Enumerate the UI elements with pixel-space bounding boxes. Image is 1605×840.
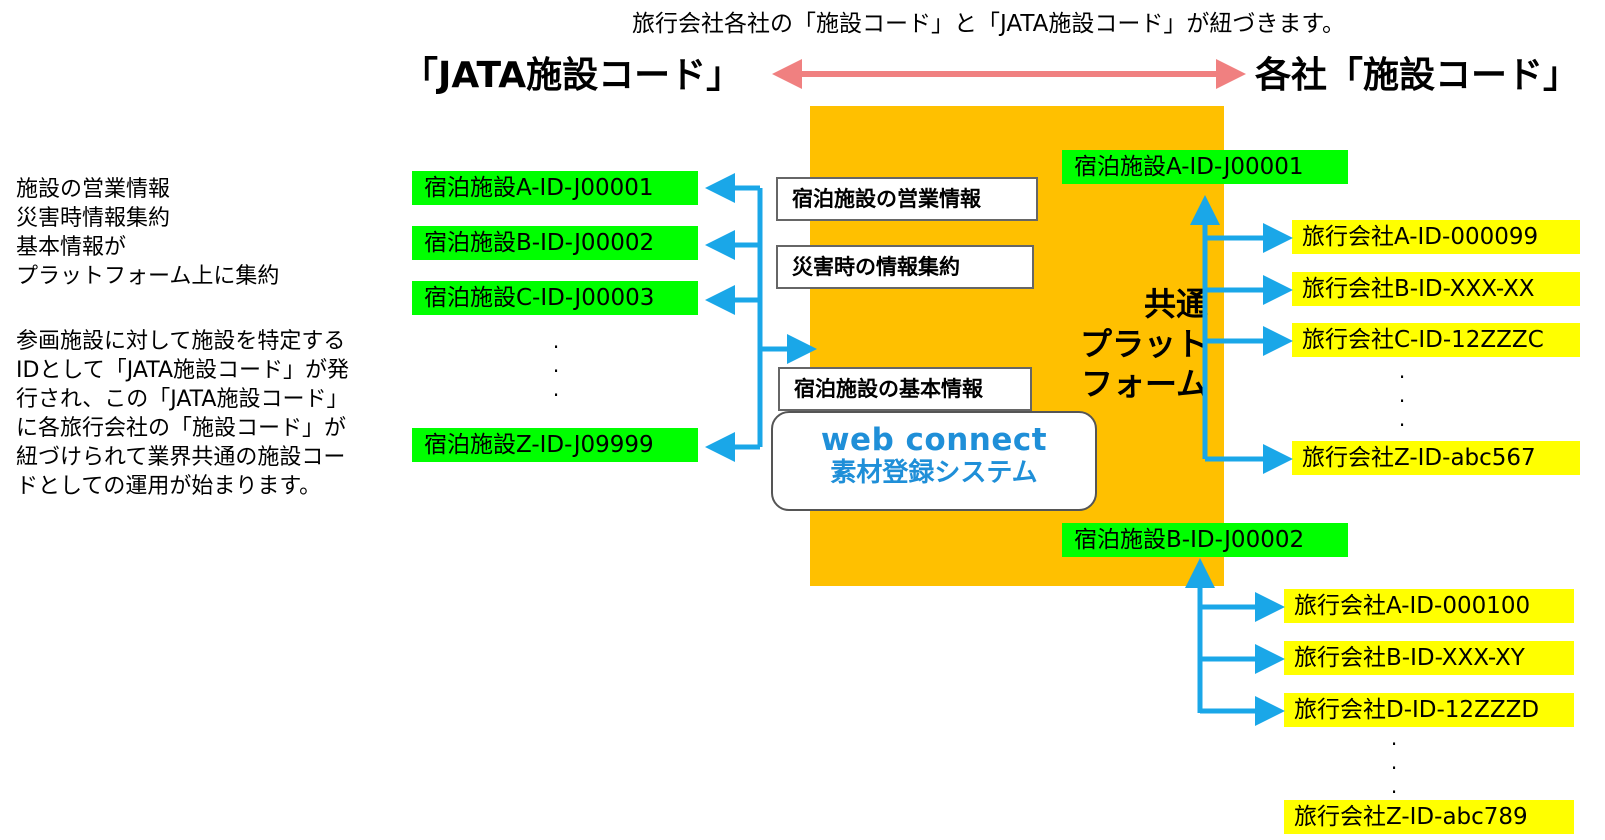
- info-box-disaster: 災害時の情報集約: [776, 245, 1034, 289]
- description-line: 紐づけられて業界共通の施設コー: [16, 445, 346, 470]
- agency-code-a3: 旅行会社C-ID-12ZZZC: [1292, 323, 1580, 357]
- agency-code-b2: 旅行会社B-ID-XXX-XY: [1284, 641, 1574, 675]
- agency-code-a2: 旅行会社B-ID-XXX-XX: [1292, 272, 1580, 306]
- info-box-operation: 宿泊施設の営業情報: [776, 177, 1038, 221]
- description-line: 基本情報が: [16, 235, 127, 260]
- description-line: 災害時情報集約: [16, 206, 171, 231]
- description-block-1: 施設の営業情報 災害時情報集約 基本情報が プラットフォーム上に集約: [16, 175, 279, 291]
- vertical-ellipsis: ···: [552, 335, 560, 407]
- description-line: 行され、この「JATA施設コード」: [16, 387, 349, 412]
- platform-facility-a: 宿泊施設A-ID-J00001: [1062, 150, 1348, 184]
- facility-id-b: 宿泊施設B-ID-J00002: [412, 226, 698, 260]
- description-line: プラットフォーム上に集約: [16, 264, 280, 289]
- platform-label-line: フォーム: [1080, 365, 1208, 403]
- facility-id-z: 宿泊施設Z-ID-J09999: [412, 428, 698, 462]
- description-line: IDとして「JATA施設コード」が発: [16, 358, 349, 383]
- description-line: に各旅行会社の「施設コード」が: [16, 416, 347, 441]
- vertical-ellipsis: ···: [1398, 365, 1406, 437]
- header-company-code: 各社「施設コード」: [1255, 55, 1580, 96]
- platform-label-line: プラット: [1079, 325, 1208, 363]
- agency-code-b4: 旅行会社Z-ID-abc789: [1284, 800, 1574, 834]
- description-line: ドとしての運用が始まります。: [16, 474, 322, 499]
- platform-label-line: 共通: [1143, 285, 1208, 323]
- header-jata-code: 「JATA施設コード」: [402, 55, 743, 96]
- webconnect-logo: web connect: [820, 422, 1048, 458]
- description-block-2: 参画施設に対して施設を特定する IDとして「JATA施設コード」が発 行され、こ…: [16, 327, 349, 501]
- agency-code-b1: 旅行会社A-ID-000100: [1284, 589, 1574, 623]
- agency-code-b3: 旅行会社D-ID-12ZZZD: [1284, 693, 1574, 727]
- webconnect-system-box: web connect 素材登録システム: [771, 411, 1097, 511]
- facility-id-c: 宿泊施設C-ID-J00003: [412, 281, 698, 315]
- facility-id-a: 宿泊施設A-ID-J00001: [412, 171, 698, 205]
- webconnect-system-name: 素材登録システム: [830, 458, 1038, 488]
- platform-facility-b: 宿泊施設B-ID-J00002: [1062, 523, 1348, 557]
- agency-code-a1: 旅行会社A-ID-000099: [1292, 220, 1580, 254]
- vertical-ellipsis: ···: [1390, 732, 1398, 804]
- common-platform-label: 共通 プラット フォーム: [1038, 284, 1208, 404]
- agency-code-a4: 旅行会社Z-ID-abc567: [1292, 441, 1580, 475]
- description-line: 参画施設に対して施設を特定する: [16, 329, 346, 354]
- caption-text: 旅行会社各社の「施設コード」と「JATA施設コード」が紐づきます。: [632, 11, 1346, 37]
- description-line: 施設の営業情報: [16, 177, 171, 202]
- info-box-basic: 宿泊施設の基本情報: [778, 367, 1032, 411]
